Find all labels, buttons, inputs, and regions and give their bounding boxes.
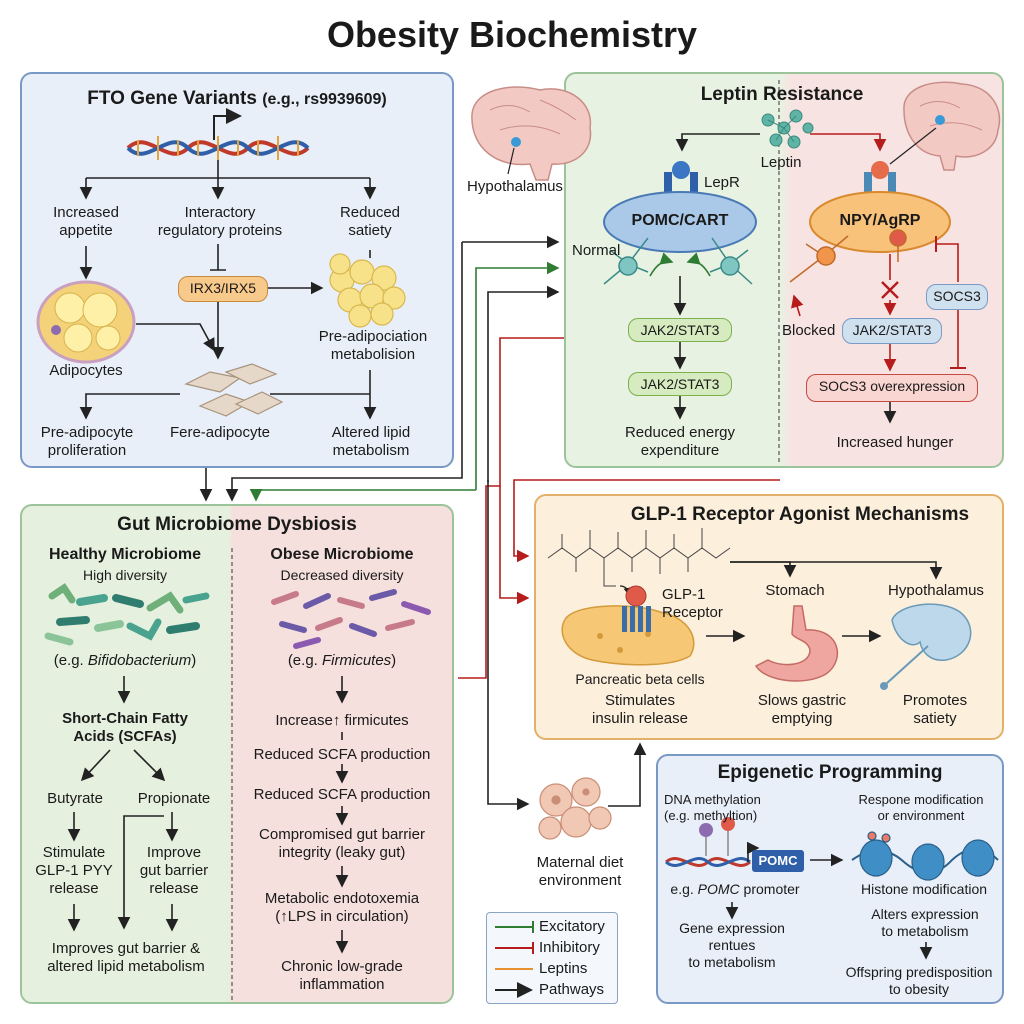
- fat-cell-cluster-icon: [329, 253, 406, 328]
- legend-inhibitory: Inhibitory: [539, 939, 600, 956]
- dna-helix-icon: [126, 136, 310, 160]
- jak-stat-pill-1: JAK2/STAT3: [628, 318, 732, 342]
- legend: Excitatory Inhibitory Leptins Pathways: [486, 912, 618, 1004]
- improves-bottom-label: Improves gut barrier &altered lipid meta…: [47, 940, 205, 975]
- normal-label: Normal: [572, 242, 621, 259]
- legend-excitatory: Excitatory: [539, 918, 605, 935]
- lepr-label: LepR: [704, 174, 740, 191]
- fto-title-note: (e.g., rs9939609): [262, 91, 387, 108]
- healthy-example: (e.g. Bifidobacterium): [53, 652, 197, 669]
- histone-label: Histone modification: [860, 881, 988, 897]
- legend-leptins: Leptins: [539, 960, 588, 977]
- irx-pill: IRX3/IRX5: [178, 276, 268, 302]
- healthy-title: Healthy Microbiome: [48, 546, 202, 563]
- healthy-sub: High diversity: [82, 567, 168, 583]
- legend-lines: [495, 921, 534, 998]
- lepr-receptor-icon-right: [864, 161, 896, 198]
- glp-hypothalamus-label: Hypothalamus: [888, 582, 984, 599]
- neuron-icon: [603, 237, 753, 285]
- gut-title: Gut Microbiome Dysbiosis: [117, 514, 357, 535]
- reduced-scfa-label-2: Reduced SCFA production: [253, 786, 431, 803]
- increase-firmicutes-label: Increase↑ firmicutes: [275, 712, 409, 729]
- nucleosome-icon: [851, 831, 999, 881]
- dna-methylation-label: DNA methylation(e.g. methyltion): [664, 792, 761, 823]
- obese-example: (e.g. Firmicutes): [287, 652, 397, 669]
- lepr-receptor-icon: [664, 161, 698, 198]
- butyrate-label: Butyrate: [47, 790, 103, 807]
- blocked-label: Blocked: [782, 322, 836, 339]
- reduced-scfa-label-1: Reduced SCFA production: [253, 746, 431, 763]
- adipocytes-label: Adipocytes: [49, 362, 123, 379]
- propionate-label: Propionate: [137, 790, 211, 807]
- brain-icon-right: [903, 81, 1001, 171]
- glp-title: GLP-1 Receptor Agonist Mechanisms: [630, 504, 970, 525]
- endotoxemia-label: Metabolic endotoxemia(↑LPS in circulatio…: [264, 890, 420, 925]
- socs3-pill: SOCS3: [926, 284, 988, 310]
- epi-panel: [656, 754, 1004, 1004]
- fere-adipocyte-label: Fere-adipocyte: [169, 424, 271, 441]
- hypothalamus-icon: [880, 603, 972, 690]
- obese-title: Obese Microbiome: [270, 546, 414, 563]
- page-title: Obesity Biochemistry: [326, 14, 698, 55]
- hypothalamus-label: Hypothalamus: [467, 178, 563, 195]
- maternal-cells-icon: [538, 777, 612, 840]
- socs3-overexpression-pill: SOCS3 overexpression: [806, 374, 978, 402]
- jak-stat-blocked-pill: JAK2/STAT3: [842, 318, 942, 344]
- stomach-label: Stomach: [765, 582, 825, 599]
- neuron-icon-right: [789, 229, 907, 283]
- stomach-icon: [754, 605, 839, 682]
- obese-sub: Decreased diversity: [280, 567, 404, 583]
- leptin-label: Leptin: [760, 154, 802, 171]
- legend-pathways: Pathways: [539, 981, 605, 998]
- pomc-box: POMC: [752, 850, 804, 872]
- obese-bacteria-icon: [271, 589, 431, 649]
- gut-panel: [20, 504, 454, 1004]
- pomc-cart-label: POMC/CART: [631, 212, 729, 229]
- jak-stat-pill-2: JAK2/STAT3: [628, 372, 732, 396]
- epi-title: Epigenetic Programming: [717, 762, 943, 783]
- leptin-molecule-icon: [761, 109, 814, 149]
- epi-dna-icon: [665, 817, 751, 867]
- healthy-bacteria-icon: [44, 583, 210, 646]
- increased-hunger-label: Increased hunger: [836, 434, 954, 451]
- adipocyte-icon: [36, 280, 136, 364]
- brain-icon-left: [471, 86, 592, 181]
- glp1-receptor-icon: [622, 585, 651, 632]
- beta-cells-label: Pancreatic beta cells: [575, 671, 705, 687]
- fibroblast-icon: [184, 363, 284, 417]
- npy-agrp-label: NPY/AgRP: [839, 212, 921, 229]
- fto-title-text: FTO Gene Variants: [87, 88, 257, 109]
- leptin-title: Leptin Resistance: [700, 84, 864, 105]
- fto-title: FTO Gene Variants (e.g., rs9939609): [20, 88, 454, 110]
- peptide-structure-icon: [547, 528, 731, 587]
- pomc-promoter-label: e.g. POMC promoter: [670, 881, 800, 897]
